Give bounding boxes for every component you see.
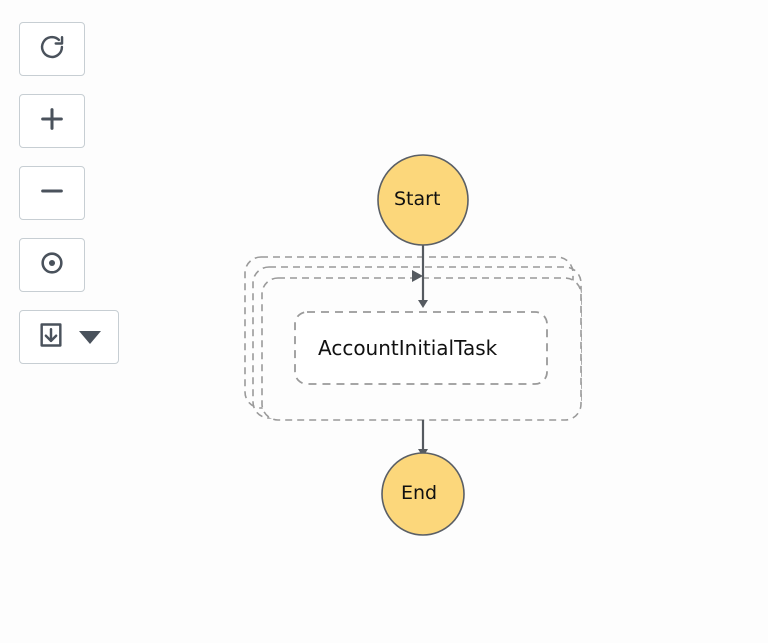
task-node[interactable] <box>294 311 548 385</box>
boundary-marker-icon <box>412 270 423 282</box>
zoom-in-button[interactable] <box>19 94 85 148</box>
fit-view-button[interactable] <box>19 238 85 292</box>
export-button[interactable] <box>19 310 119 364</box>
refresh-icon <box>38 33 66 65</box>
diagram-view-toolbar <box>19 22 119 364</box>
chevron-down-icon[interactable] <box>79 330 101 344</box>
plus-icon <box>38 105 66 137</box>
download-icon <box>37 321 65 353</box>
end-node[interactable] <box>381 452 465 536</box>
target-dot-icon <box>38 249 66 281</box>
minus-icon <box>38 177 66 209</box>
start-node[interactable] <box>377 154 469 246</box>
refresh-button[interactable] <box>19 22 85 76</box>
zoom-out-button[interactable] <box>19 166 85 220</box>
